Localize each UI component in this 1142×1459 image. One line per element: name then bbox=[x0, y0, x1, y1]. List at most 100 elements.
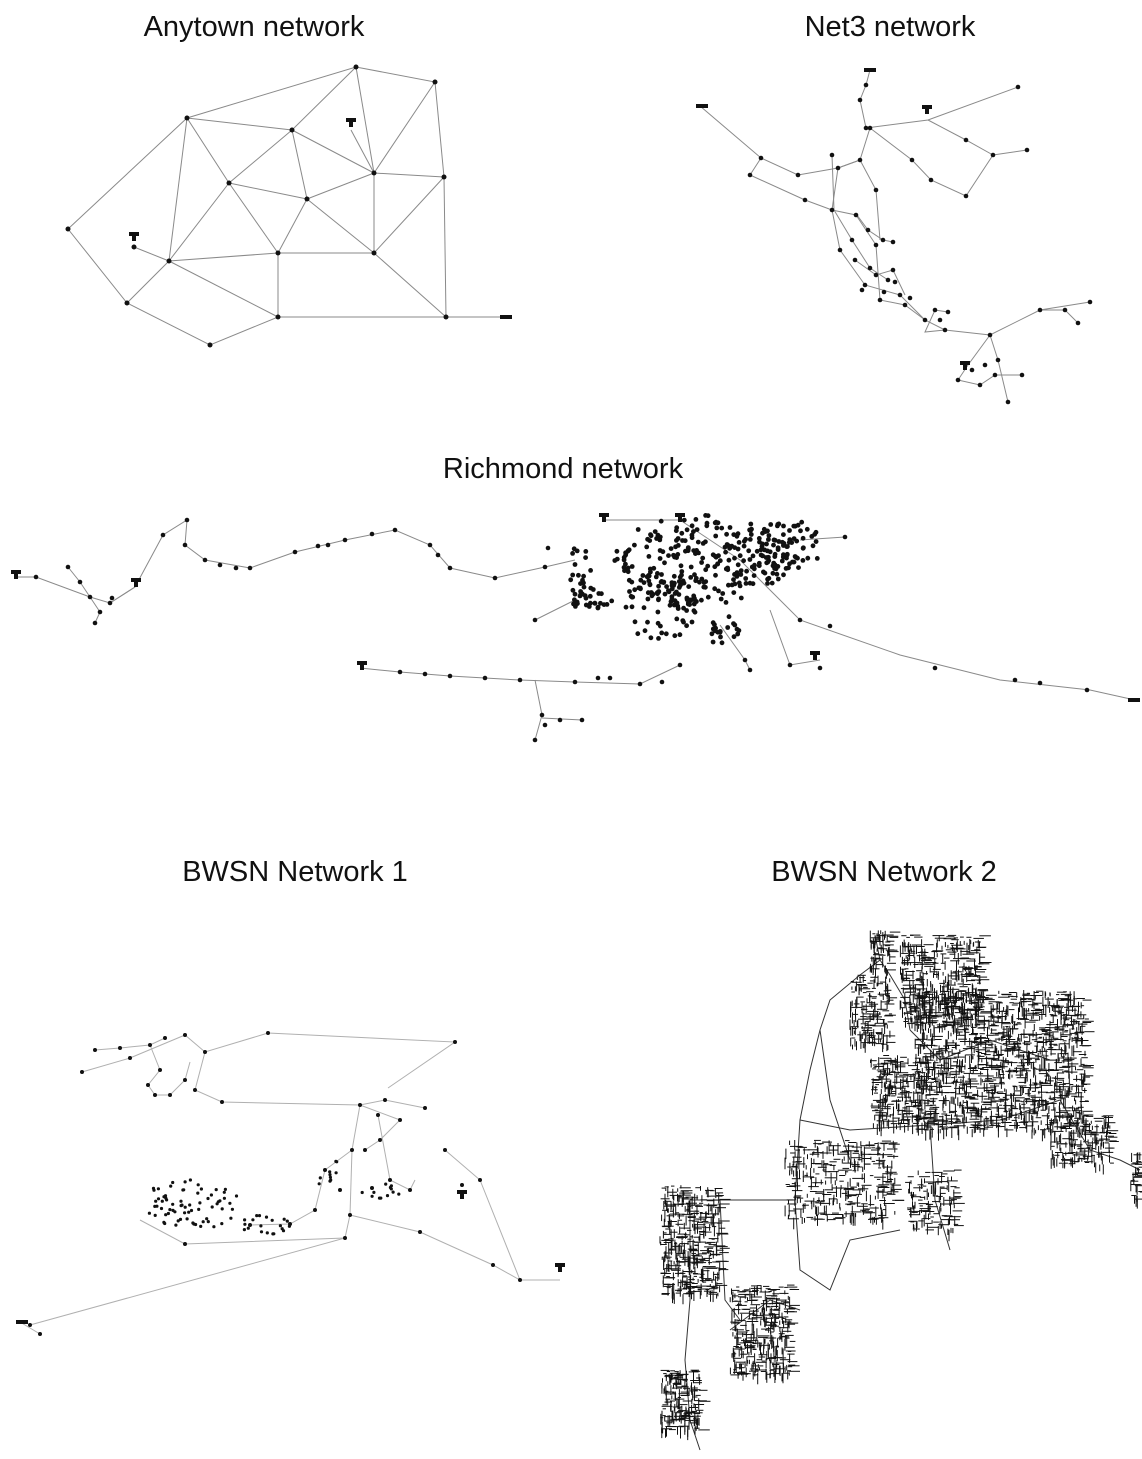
junction-node bbox=[677, 632, 683, 638]
junction-node bbox=[741, 543, 747, 549]
junction-node bbox=[189, 1208, 194, 1213]
junction-node bbox=[370, 1194, 374, 1198]
junction-node bbox=[725, 625, 731, 630]
junction-node bbox=[255, 1214, 259, 1218]
junction-node bbox=[776, 521, 782, 527]
junction-node bbox=[570, 587, 576, 593]
junction-node bbox=[659, 572, 664, 577]
junction-node bbox=[723, 600, 729, 605]
tank-icon bbox=[457, 1190, 467, 1199]
junction-node bbox=[675, 606, 681, 611]
junction-node bbox=[646, 578, 652, 584]
junction-node bbox=[648, 532, 653, 537]
net3-title: Net3 network bbox=[804, 11, 976, 43]
junction-node bbox=[153, 1204, 157, 1208]
tank-icon bbox=[810, 651, 820, 660]
junction-node bbox=[592, 600, 598, 606]
junction-node bbox=[714, 525, 720, 531]
junction-node bbox=[726, 582, 731, 588]
tank-icon bbox=[131, 578, 141, 587]
junction-node bbox=[214, 1188, 218, 1192]
junction-node bbox=[654, 590, 660, 596]
junction-node bbox=[197, 1207, 201, 1211]
reservoir-icon bbox=[696, 104, 708, 108]
junction-node bbox=[183, 1211, 187, 1215]
junction-node bbox=[747, 537, 753, 542]
junction-node bbox=[372, 1190, 376, 1194]
junction-node bbox=[598, 600, 603, 606]
junction-node bbox=[265, 1231, 269, 1235]
junction-node bbox=[694, 527, 700, 532]
junction-node bbox=[697, 579, 702, 585]
junction-node bbox=[688, 564, 694, 570]
junction-node bbox=[672, 633, 678, 639]
junction-node bbox=[644, 544, 650, 550]
junction-node bbox=[627, 589, 632, 594]
junction-node bbox=[656, 597, 661, 603]
bwsn2-dense-mesh bbox=[659, 930, 1142, 1441]
junction-node bbox=[734, 533, 740, 539]
junction-node bbox=[712, 628, 718, 634]
junction-node bbox=[212, 1225, 216, 1229]
junction-node bbox=[655, 532, 661, 538]
junction-node bbox=[188, 1203, 192, 1207]
junction-node bbox=[796, 565, 801, 570]
reservoir-icon bbox=[864, 68, 876, 72]
junction-node bbox=[699, 560, 704, 565]
junction-node bbox=[674, 538, 679, 543]
junction-node bbox=[243, 1222, 247, 1226]
junction-node bbox=[229, 1216, 233, 1220]
junction-node bbox=[687, 602, 692, 607]
junction-node bbox=[750, 553, 756, 559]
junction-node bbox=[668, 546, 674, 551]
junction-node bbox=[695, 539, 701, 545]
bwsn1-pipes bbox=[19, 1032, 560, 1335]
junction-node bbox=[166, 1211, 170, 1216]
junction-node bbox=[223, 1187, 227, 1191]
junction-node bbox=[647, 582, 653, 588]
junction-node bbox=[644, 574, 650, 580]
junction-node bbox=[657, 556, 663, 561]
junction-node bbox=[174, 1223, 178, 1227]
junction-node bbox=[751, 566, 757, 572]
junction-node bbox=[642, 628, 648, 634]
junction-node bbox=[385, 1194, 390, 1198]
junction-node bbox=[710, 639, 716, 645]
junction-node bbox=[328, 1179, 332, 1183]
junction-node bbox=[667, 602, 673, 608]
junction-node bbox=[703, 539, 708, 545]
junction-node bbox=[810, 543, 816, 549]
junction-node bbox=[199, 1224, 203, 1228]
junction-node bbox=[379, 1196, 383, 1200]
junction-node bbox=[735, 562, 741, 568]
junction-node bbox=[659, 630, 665, 636]
junction-node bbox=[771, 537, 777, 543]
junction-node bbox=[712, 553, 718, 559]
junction-node bbox=[767, 549, 773, 555]
junction-node bbox=[656, 583, 661, 589]
junction-node bbox=[798, 528, 803, 534]
junction-node bbox=[791, 559, 797, 565]
junction-node bbox=[257, 1214, 262, 1218]
junction-node bbox=[220, 1207, 224, 1211]
junction-node bbox=[680, 538, 685, 543]
junction-node bbox=[723, 549, 728, 555]
junction-node bbox=[599, 591, 604, 597]
richmond-dense-cluster bbox=[568, 513, 820, 646]
junction-node bbox=[765, 581, 770, 586]
junction-node bbox=[754, 548, 760, 554]
junction-node bbox=[805, 555, 811, 561]
junction-node bbox=[264, 1215, 269, 1219]
junction-node bbox=[328, 1173, 332, 1177]
junction-node bbox=[153, 1213, 157, 1217]
junction-node bbox=[622, 568, 627, 574]
junction-node bbox=[693, 578, 699, 584]
junction-node bbox=[629, 564, 635, 569]
junction-node bbox=[726, 543, 732, 549]
junction-node bbox=[187, 1210, 191, 1214]
junction-node bbox=[737, 583, 743, 589]
junction-node bbox=[278, 1224, 282, 1228]
junction-node bbox=[666, 553, 671, 558]
junction-node bbox=[271, 1232, 275, 1236]
junction-node bbox=[669, 580, 675, 585]
